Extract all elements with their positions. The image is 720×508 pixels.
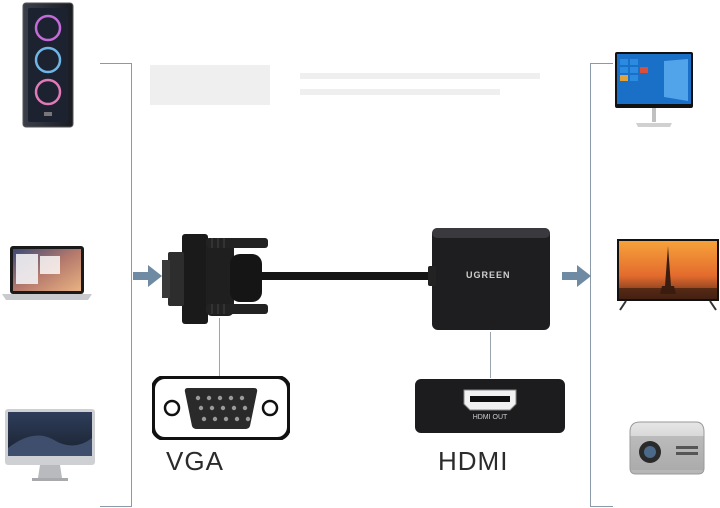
adapter-illustration (160, 220, 560, 340)
monitor-icon (614, 51, 694, 131)
output-bracket (590, 63, 613, 507)
vga-port-closeup (152, 376, 290, 440)
input-arrow-icon (133, 265, 163, 287)
desktop-tower-icon (22, 2, 74, 128)
hdmi-port-label: HDMI OUT (472, 414, 508, 421)
hdmi-label: HDMI (438, 446, 509, 476)
vga-pointer-line (219, 318, 220, 378)
vga-label: VGA (166, 446, 224, 476)
output-arrow-icon (562, 265, 592, 287)
hdmi-pointer-line (490, 332, 491, 378)
projector-icon (626, 418, 708, 478)
brand-logo: UGREEN (466, 270, 511, 280)
laptop-icon (0, 244, 94, 302)
all-in-one-computer-icon (4, 408, 96, 484)
hdmi-port-closeup: HDMI OUT (414, 378, 566, 434)
background-watermark (150, 55, 570, 115)
source-bracket (100, 63, 132, 507)
television-icon (616, 238, 720, 312)
